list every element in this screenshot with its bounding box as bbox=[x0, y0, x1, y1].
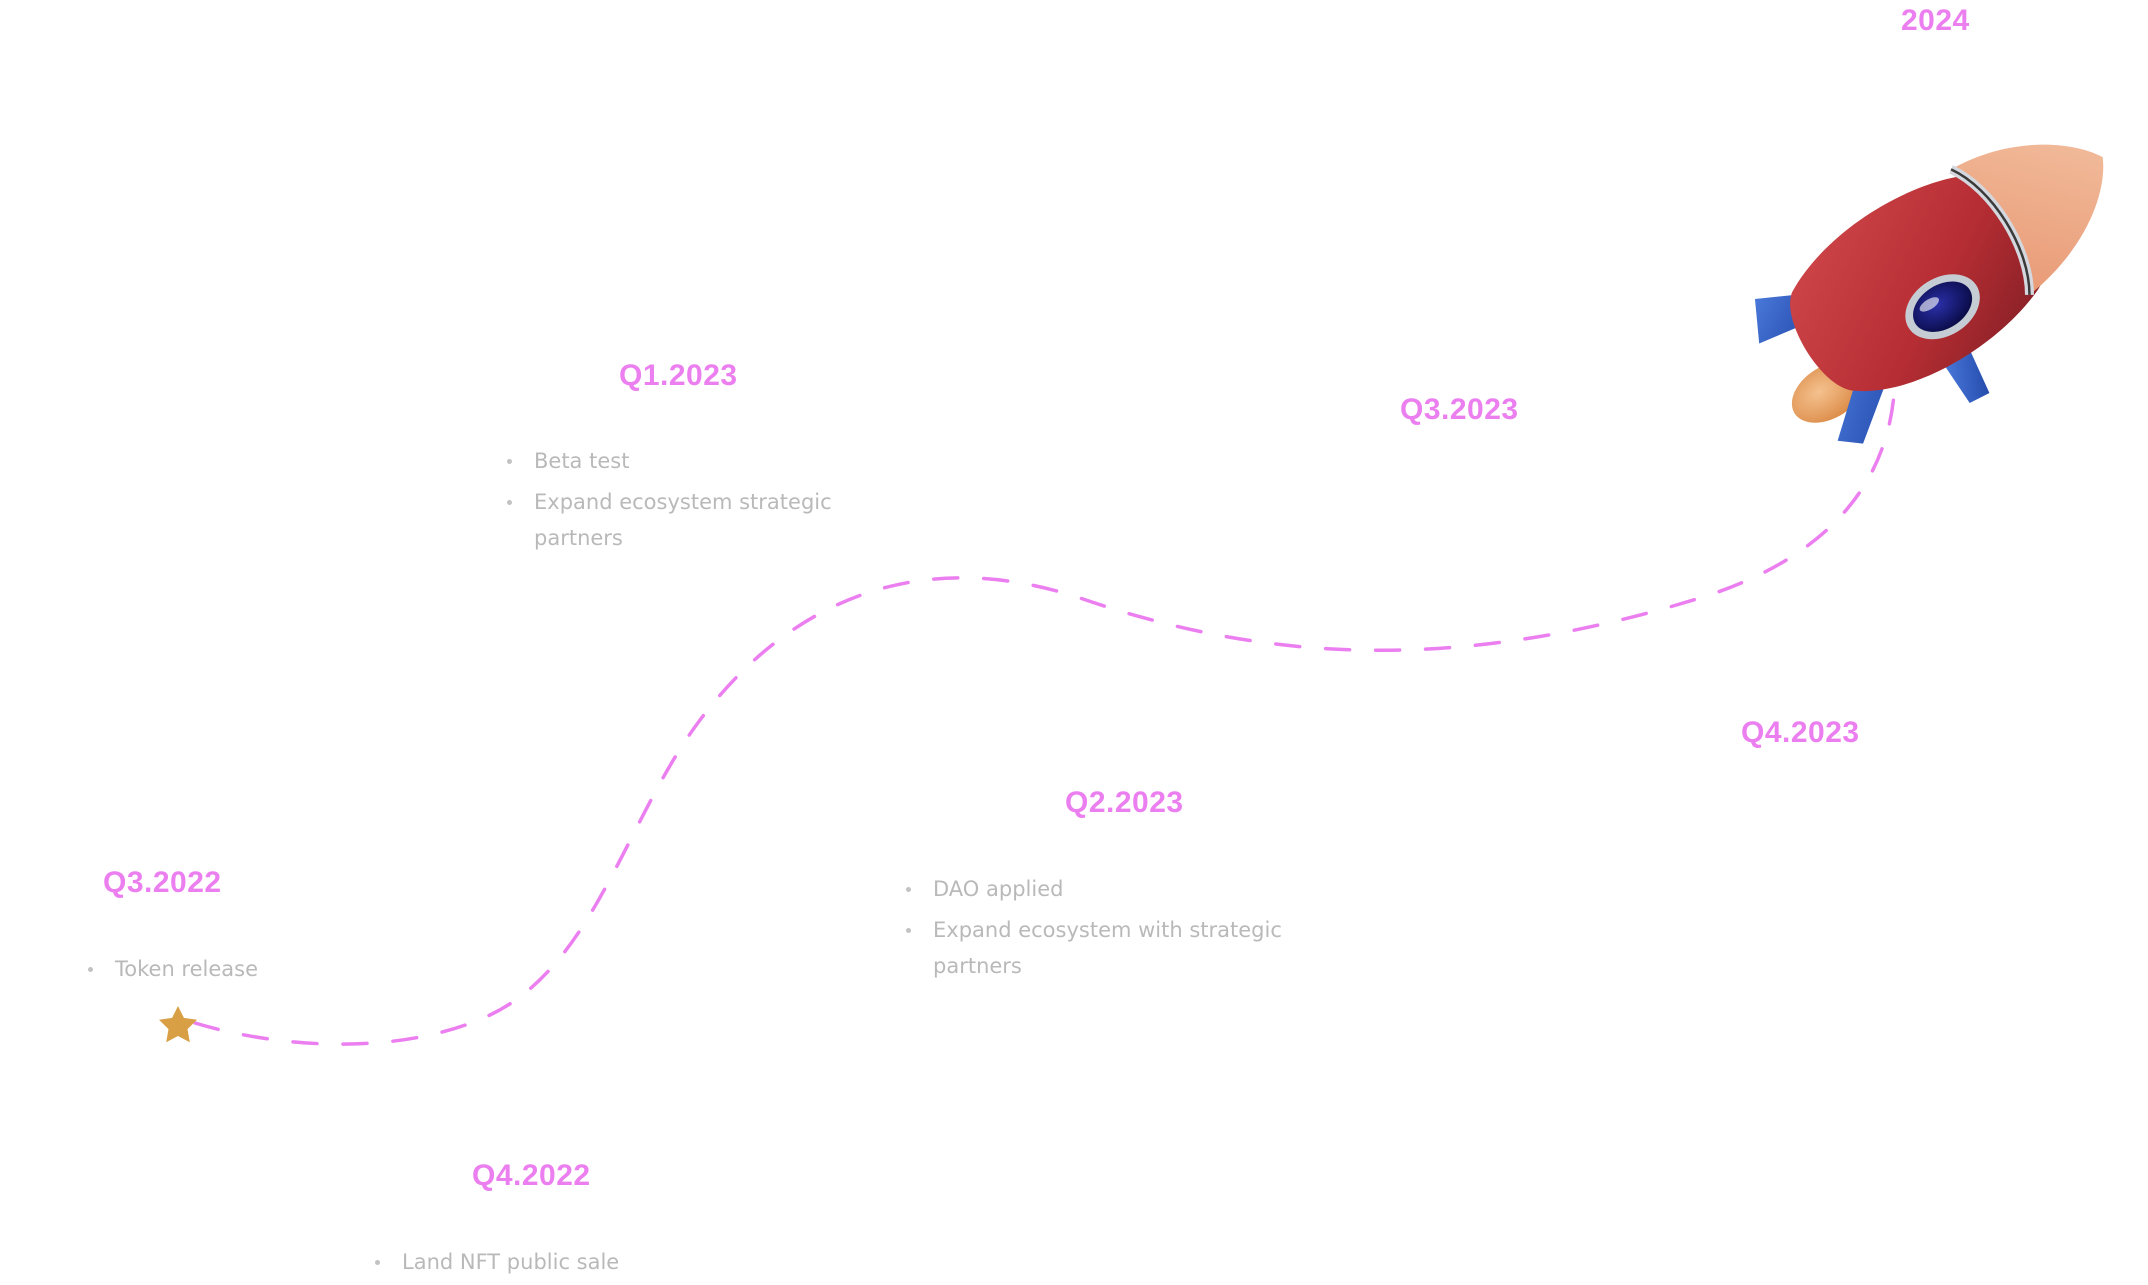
milestone-item: Beta test bbox=[503, 443, 919, 479]
milestone-title: Q2.2023 bbox=[1065, 786, 1184, 819]
milestone-title: Q4.2023 bbox=[1741, 716, 1860, 749]
milestone-title: 2024 bbox=[1901, 4, 1970, 37]
star-icon bbox=[159, 1006, 197, 1043]
roadmap-dashed-path bbox=[193, 370, 1897, 1046]
milestone-item: Token release bbox=[84, 951, 258, 987]
bullet-dot bbox=[507, 459, 512, 464]
milestone-title: Q4.2022 bbox=[472, 1159, 591, 1192]
rocket-icon bbox=[1754, 144, 2104, 444]
milestone-items: Land NFT public sale bbox=[371, 1244, 619, 1285]
milestone-items: Token release bbox=[84, 951, 258, 992]
milestone-title: Q3.2023 bbox=[1400, 393, 1519, 426]
milestone-item: Expand ecosystem with strategic partners bbox=[902, 912, 1353, 984]
bullet-dot bbox=[906, 928, 911, 933]
milestone-title: Q3.2022 bbox=[103, 866, 222, 899]
milestone-title: Q1.2023 bbox=[619, 359, 738, 392]
bullet-dot bbox=[375, 1260, 380, 1265]
bullet-dot bbox=[507, 500, 512, 505]
bullet-dot bbox=[906, 887, 911, 892]
bullet-dot bbox=[88, 967, 93, 972]
milestone-item: Expand ecosystem strategic partners bbox=[503, 484, 919, 556]
milestone-items: DAO applied Expand ecosystem with strate… bbox=[902, 871, 1353, 989]
milestone-item: Land NFT public sale bbox=[371, 1244, 619, 1280]
milestone-items: Beta test Expand ecosystem strategic par… bbox=[503, 443, 919, 561]
milestone-item: DAO applied bbox=[902, 871, 1353, 907]
